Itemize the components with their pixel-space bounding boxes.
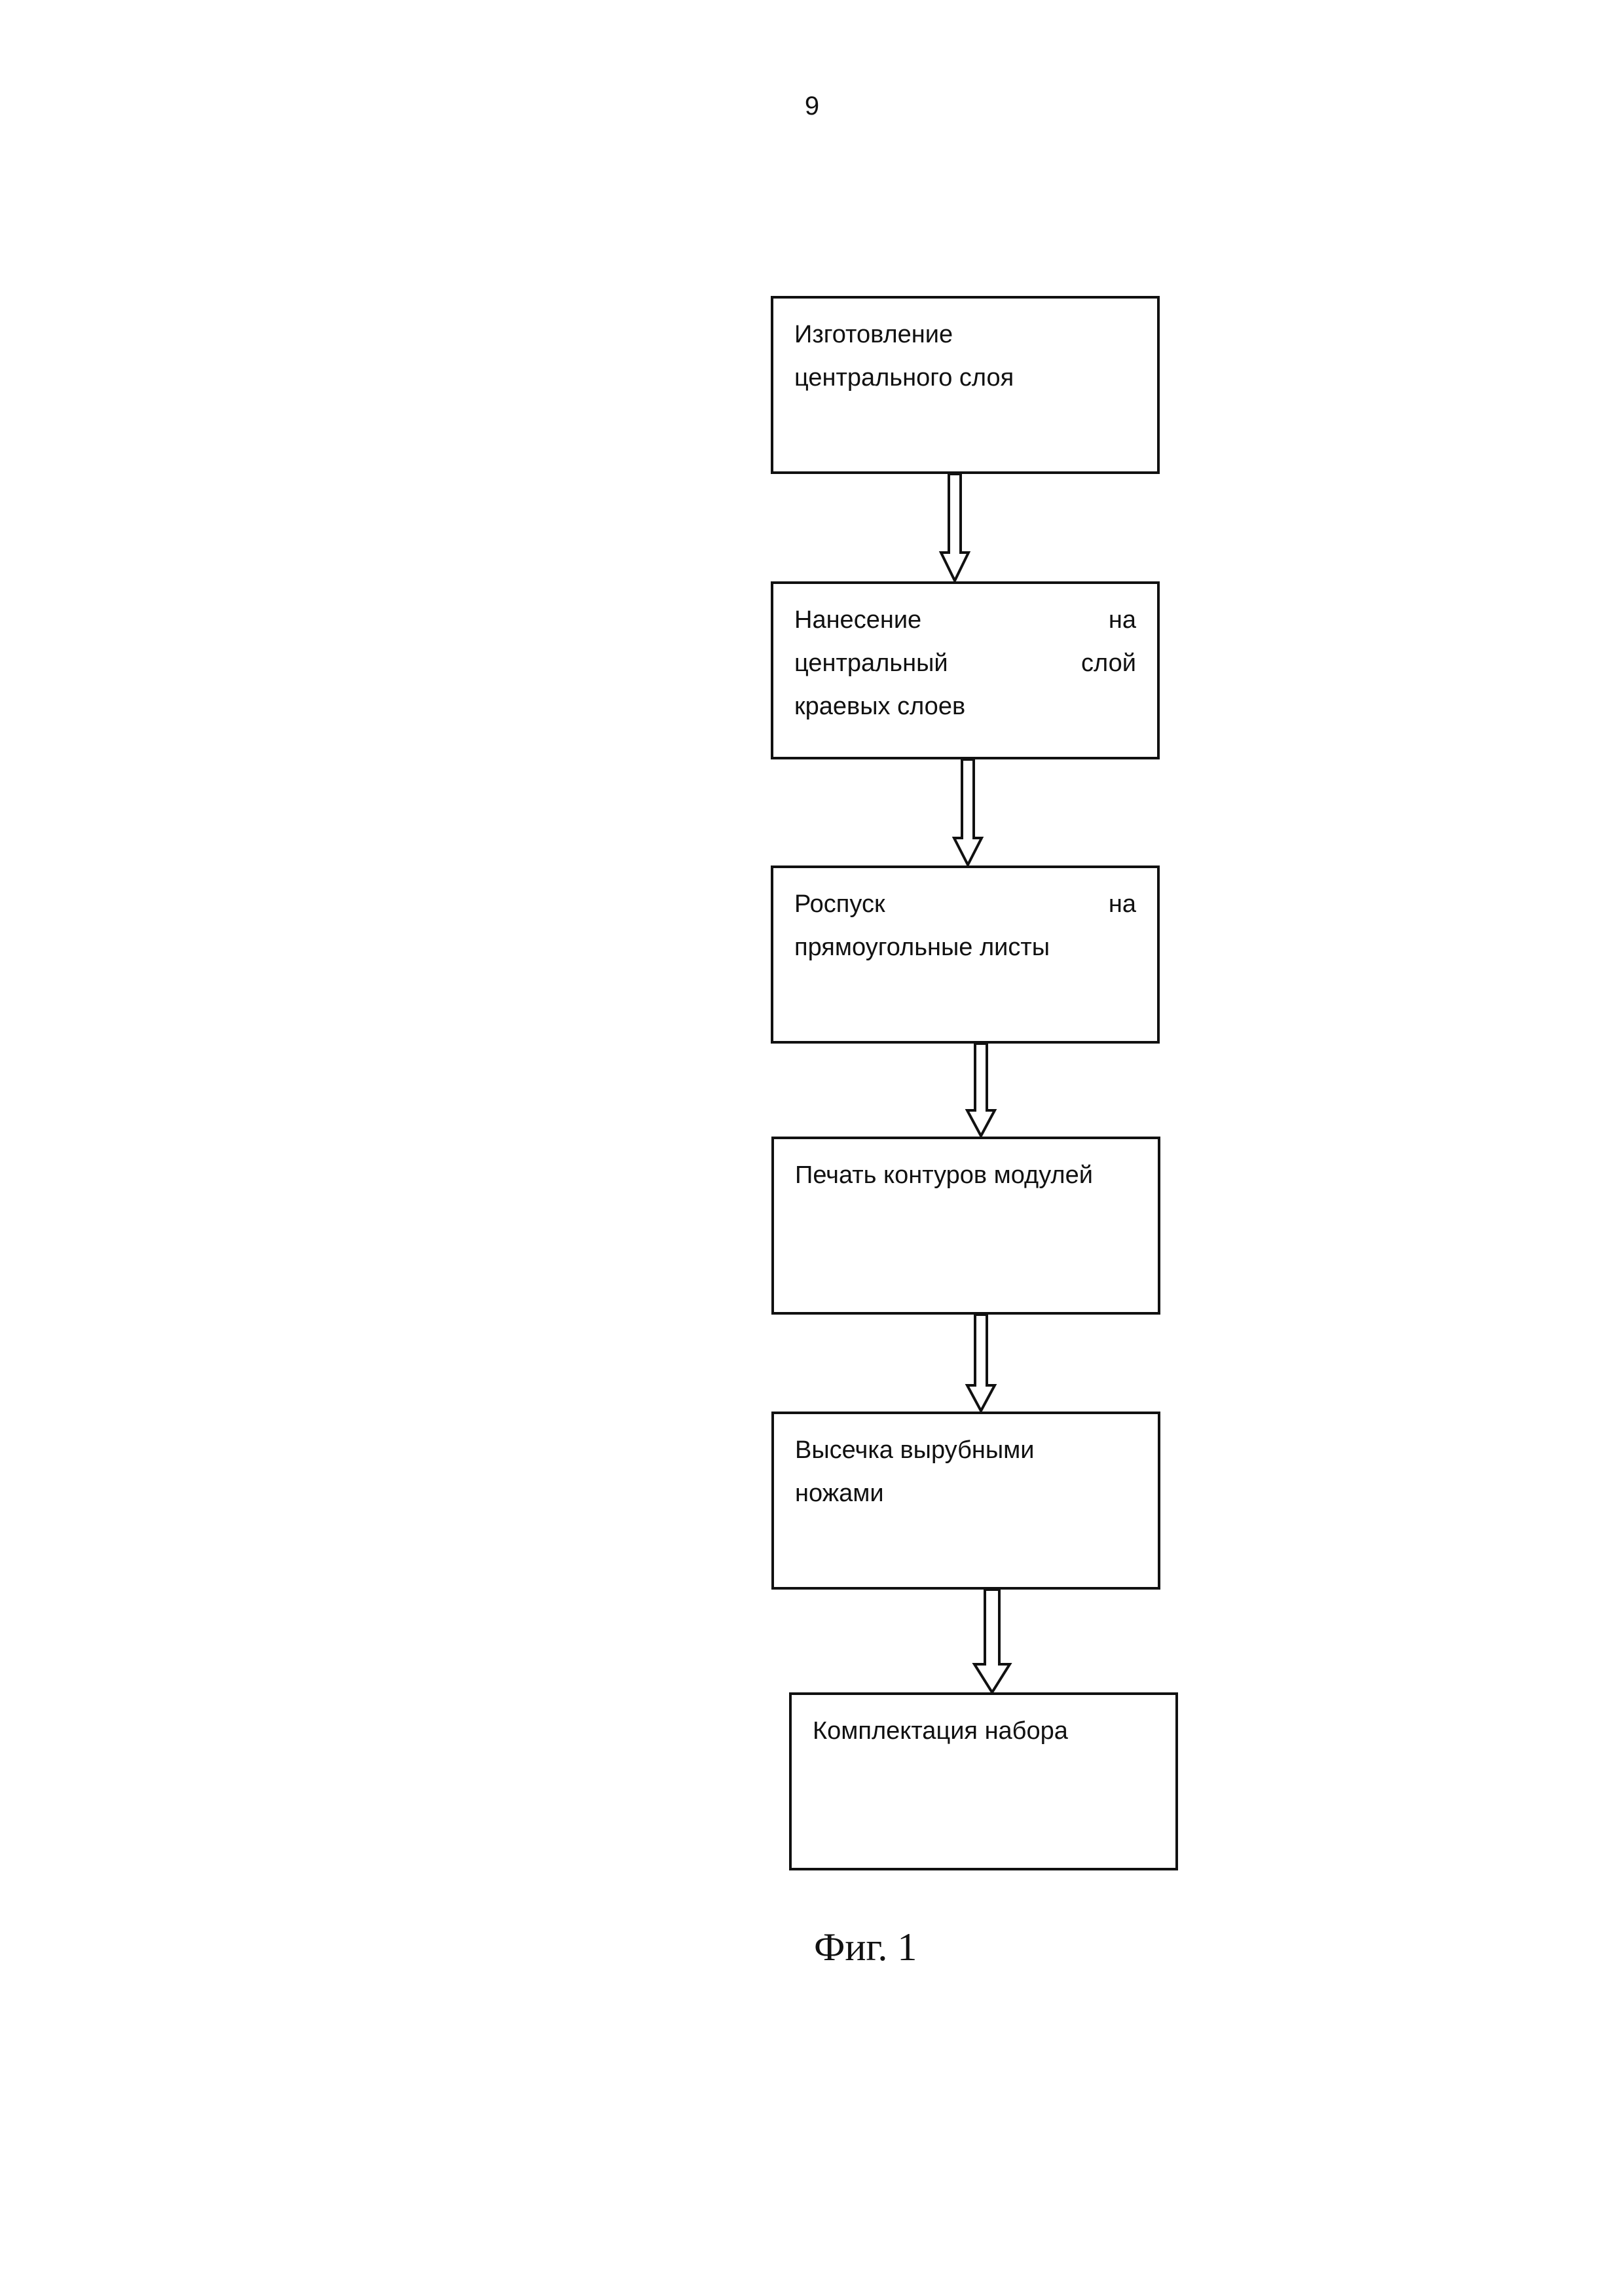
step-1-line-1: Изготовление xyxy=(794,313,1136,356)
flow-step-3: Роспуск на прямоугольные листы xyxy=(771,866,1160,1044)
step-3-line-1-right: на xyxy=(1109,883,1136,926)
arrow-down-icon xyxy=(972,1590,1012,1694)
flow-step-2: Нанесение на центральный слой краевых сл… xyxy=(771,581,1160,759)
step-2-line-3: краевых слоев xyxy=(794,685,1136,728)
arrow-down-icon xyxy=(965,1044,997,1138)
step-5-line-2: ножами xyxy=(795,1472,1137,1515)
page-number: 9 xyxy=(0,92,1624,121)
step-1-line-2: центрального слоя xyxy=(794,356,1136,399)
step-2-line-2-left: центральный xyxy=(794,642,948,685)
flow-step-6: Комплектация набора xyxy=(789,1692,1178,1870)
arrow-down-icon xyxy=(938,474,971,583)
step-2-line-2: центральный слой xyxy=(794,642,1136,685)
arrow-down-icon xyxy=(965,1315,997,1413)
step-2-line-2-right: слой xyxy=(1081,642,1136,685)
step-2-line-1: Нанесение на xyxy=(794,598,1136,642)
step-6-line-1: Комплектация набора xyxy=(813,1709,1154,1753)
step-4-line-1: Печать контуров модулей xyxy=(795,1154,1137,1197)
flow-step-4: Печать контуров модулей xyxy=(771,1137,1160,1315)
step-3-line-1: Роспуск на xyxy=(794,883,1136,926)
arrow-down-icon xyxy=(951,759,984,867)
step-3-line-1-left: Роспуск xyxy=(794,883,885,926)
flow-step-5: Высечка вырубными ножами xyxy=(771,1412,1160,1590)
step-5-line-1: Высечка вырубными xyxy=(795,1429,1137,1472)
flow-step-1: Изготовление центрального слоя xyxy=(771,296,1160,474)
step-3-line-2: прямоугольные листы xyxy=(794,926,1136,969)
step-2-line-1-left: Нанесение xyxy=(794,598,921,642)
figure-caption: Фиг. 1 xyxy=(814,1925,917,1970)
step-2-line-1-right: на xyxy=(1109,598,1136,642)
